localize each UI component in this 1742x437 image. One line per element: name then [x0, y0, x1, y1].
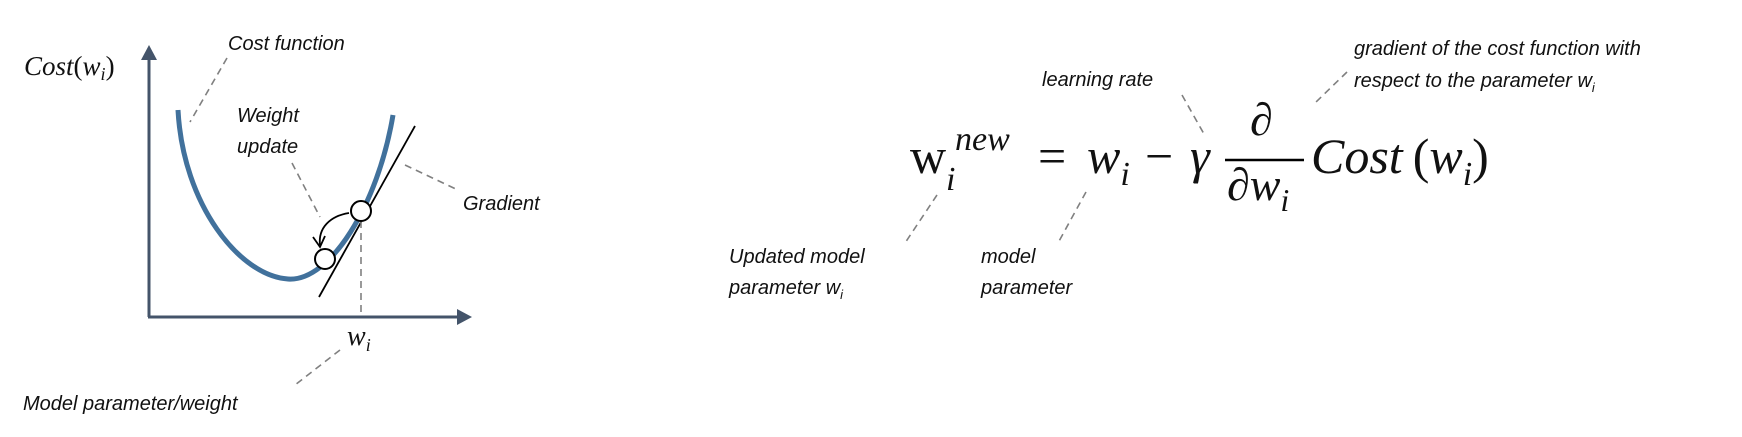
x-axis-arrow: [457, 309, 472, 325]
update-rule-formula: w i new = wi − γ ∂ ∂wi Cost(wi) learning…: [728, 38, 1641, 302]
model-parameter-label: Model parameter/weight: [23, 393, 239, 415]
cost-function-label: Cost function: [228, 33, 345, 55]
minus-sign: −: [1145, 128, 1173, 184]
formula-cost: Cost(wi): [1311, 128, 1489, 193]
gradient-label: Gradient: [463, 193, 541, 215]
y-axis-label: Cost(wi): [24, 51, 115, 84]
learning-rate-symbol: γ: [1190, 128, 1211, 184]
weight-update-label-line1: Weight: [237, 105, 300, 127]
partial-numerator: ∂: [1250, 94, 1273, 145]
x-axis-label: wi: [347, 321, 371, 355]
gradient-leader: [404, 164, 459, 191]
gradient-term-label-line2: respect to the parameter wi: [1354, 70, 1596, 95]
updated-parameter-label-line2: parameter wi: [728, 277, 844, 302]
model-parameter-term-leader: [1057, 191, 1087, 244]
equals-sign: =: [1038, 128, 1066, 184]
model-parameter-term-label-line2: parameter: [980, 277, 1073, 299]
model-parameter-term-label-line1: model: [981, 246, 1036, 268]
gradient-term-label-line1: gradient of the cost function with: [1354, 38, 1641, 60]
cost-curve: [175, 109, 396, 282]
learning-rate-leader: [1181, 94, 1205, 135]
formula-lhs: w i new: [910, 121, 1010, 201]
weight-update-label-line2: update: [237, 136, 298, 158]
y-axis-arrow: [141, 45, 157, 60]
arrowhead-icon: [312, 235, 326, 249]
current-weight-point: [350, 200, 372, 222]
learning-rate-label: learning rate: [1042, 69, 1153, 91]
partial-denominator: ∂wi: [1227, 159, 1289, 218]
model-parameter-leader: [294, 349, 341, 386]
updated-weight-point: [314, 248, 336, 270]
weight-update-arrow: [318, 212, 350, 246]
gradient-term-leader: [1315, 71, 1348, 103]
cost-plot: Cost(wi) wi Cost function Weight update …: [23, 33, 541, 415]
cost-function-leader: [189, 57, 228, 123]
updated-parameter-label-line1: Updated model: [729, 246, 865, 268]
updated-parameter-leader: [904, 194, 938, 244]
formula-wi: wi: [1087, 128, 1130, 193]
weight-update-leader: [291, 162, 321, 218]
